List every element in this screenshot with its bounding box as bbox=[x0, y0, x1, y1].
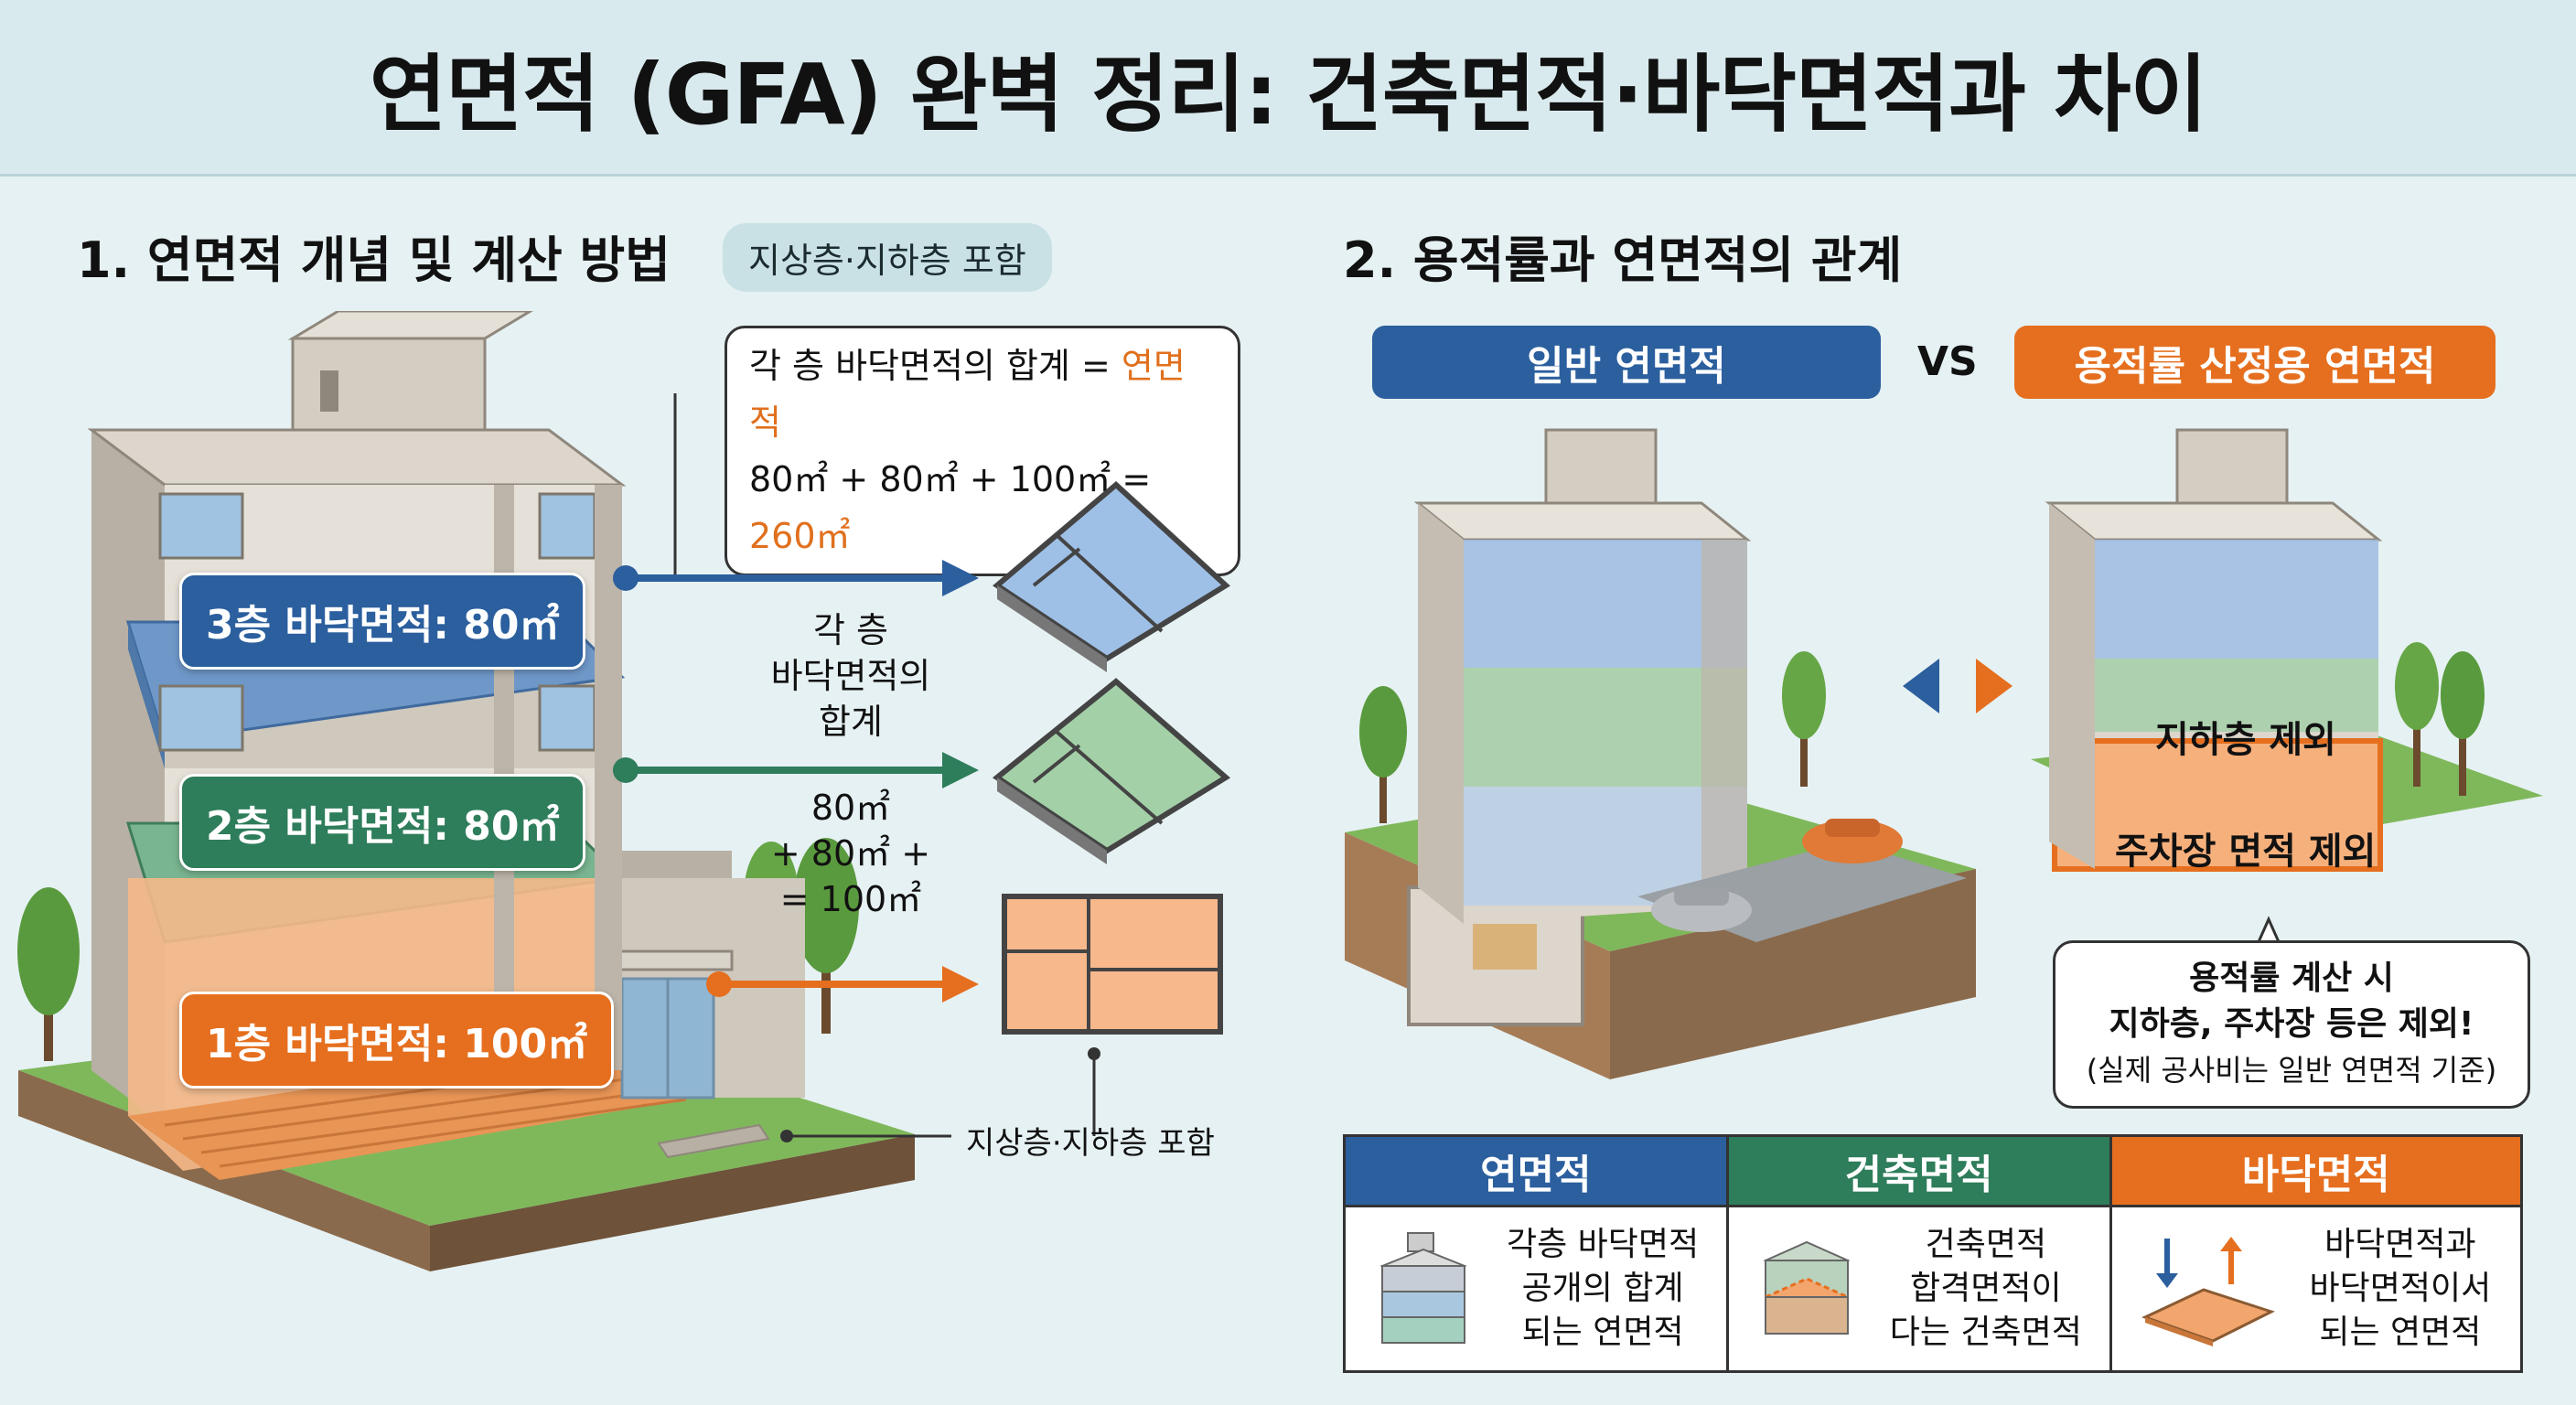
callout-line1: 각 층 바닥면적의 합계 = bbox=[749, 346, 1122, 386]
legend-text-line: 공개의 합계 bbox=[1521, 1270, 1684, 1307]
legend-text-line: 다는 건축면적 bbox=[1889, 1314, 2082, 1351]
car-icon bbox=[1651, 887, 1752, 932]
connector-dot bbox=[1088, 1047, 1100, 1060]
rooftop-top bbox=[287, 311, 533, 340]
sum-formula-line: + 80㎡ + bbox=[770, 833, 931, 874]
exclude-parking-label: 주차장 면적 제외 bbox=[2115, 831, 2377, 873]
sum-explanation: 각 층 바닥면적의 합계 bbox=[741, 607, 961, 745]
legend-header-floor-area: 바닥면적 bbox=[2109, 1134, 2523, 1207]
far-floor-2 bbox=[2095, 659, 2378, 732]
floor-plan-1f bbox=[1002, 894, 1223, 1035]
sum-formula-line: 80㎡ bbox=[810, 788, 891, 828]
swap-arrows-icon bbox=[1903, 659, 2012, 713]
window-icon bbox=[158, 492, 244, 560]
legend-text-line: 바닥면적이서 bbox=[2309, 1270, 2492, 1307]
connector-dot bbox=[613, 565, 639, 591]
sum-formula-line: = 100㎡ bbox=[779, 879, 922, 919]
legend-header-building-area: 건축면적 bbox=[1725, 1134, 2112, 1207]
vs-label: VS bbox=[1917, 338, 1978, 385]
far-gfa-banner: 용적률 산정용 연면적 bbox=[2014, 326, 2496, 399]
exclude-basement-label: 지하층 제외 bbox=[2155, 719, 2336, 761]
tree-icon bbox=[793, 838, 859, 1034]
far-note-bubble: 용적률 계산 시 지하층, 주차장 등은 제외! (실제 공사비는 일반 연면적… bbox=[2053, 940, 2530, 1109]
floor-plan-2f bbox=[992, 678, 1231, 864]
floor3-label: 3층 바닥면적: 80㎡ bbox=[179, 573, 586, 670]
general-floor-2 bbox=[1464, 668, 1747, 787]
comparison-legend: 연면적 건축면적 바닥면적 각층 바닥면적 공개의 합계 되는 연면적 bbox=[1343, 1134, 2523, 1373]
floor2-label: 2층 바닥면적: 80㎡ bbox=[179, 774, 586, 871]
ground-label: 지상층·지하층 포함 bbox=[966, 1125, 1215, 1162]
window-icon bbox=[538, 684, 596, 752]
legend-text-line: 되는 연면적 bbox=[2319, 1314, 2482, 1351]
floor-slab-icon bbox=[2141, 1237, 2275, 1346]
general-gfa-banner: 일반 연면적 bbox=[1372, 326, 1881, 399]
tree-icon bbox=[1782, 651, 1826, 787]
legend-cell-gfa: 각층 바닥면적 공개의 합계 되는 연면적 bbox=[1343, 1205, 1729, 1373]
legend-text-line: 바닥면적과 bbox=[2324, 1226, 2476, 1263]
rooftop-structure bbox=[2175, 428, 2289, 505]
legend-text-line: 되는 연면적 bbox=[1521, 1314, 1684, 1351]
far-floor-3 bbox=[2095, 540, 2378, 659]
far-building-roof bbox=[2045, 501, 2383, 542]
footprint-icon bbox=[1762, 1240, 1852, 1335]
callout-highlight-value: 260㎡ bbox=[749, 516, 851, 556]
rooftop-structure bbox=[1544, 428, 1658, 505]
general-building-roof bbox=[1413, 501, 1752, 542]
section1-badge: 지상층·지하층 포함 bbox=[723, 223, 1052, 292]
tree-icon bbox=[2395, 642, 2439, 787]
bubble-line: 용적률 계산 시 bbox=[2189, 960, 2394, 997]
arrow-head-icon bbox=[942, 752, 979, 788]
far-excluded-area bbox=[2052, 738, 2383, 872]
floor1-label: 1층 바닥면적: 100㎡ bbox=[179, 992, 615, 1089]
connector-dot bbox=[780, 1130, 793, 1142]
floor3-slab-edge bbox=[128, 622, 165, 768]
column bbox=[1701, 540, 1747, 906]
page-title: 연면적 (GFA) 완벽 정리: 건축면적·바닥면적과 차이 bbox=[369, 45, 2208, 144]
deck-planks bbox=[164, 1059, 687, 1168]
stacked-floors-icon bbox=[1379, 1232, 1467, 1344]
general-building-side bbox=[1418, 503, 1464, 924]
ground-soil-right bbox=[430, 1134, 915, 1271]
far-building-side bbox=[2049, 503, 2095, 869]
window-icon bbox=[158, 684, 244, 752]
connector-dot bbox=[613, 757, 639, 783]
legend-cell-floor-area: 바닥면적과 바닥면적이서 되는 연면적 bbox=[2109, 1205, 2523, 1373]
bubble-line: (실제 공사비는 일반 연면적 기준) bbox=[2086, 1053, 2497, 1088]
page-header: 연면적 (GFA) 완벽 정리: 건축면적·바닥면적과 차이 bbox=[0, 0, 2576, 177]
ground-soil bbox=[1610, 869, 1976, 1079]
legend-cell-building-area: 건축면적 합격면적이 다는 건축면적 bbox=[1725, 1205, 2112, 1373]
section2-title: 2. 용적률과 연면적의 관계 bbox=[1343, 231, 1903, 289]
entrance-steps bbox=[657, 1123, 770, 1159]
legend-text-line: 각층 바닥면적 bbox=[1507, 1226, 1700, 1263]
legend-text-line: 건축면적 bbox=[1925, 1226, 2047, 1263]
floor-plan-3f bbox=[993, 481, 1230, 672]
comparison-illustration bbox=[1345, 428, 2543, 1079]
arrow-head-icon bbox=[942, 966, 979, 1003]
annex-roof bbox=[622, 851, 732, 878]
window-icon bbox=[538, 492, 596, 560]
rooftop-door bbox=[320, 370, 338, 412]
bubble-line: 지하층, 주차장 등은 제외! bbox=[2109, 1005, 2474, 1043]
callout-highlight-total: 연면적 bbox=[749, 346, 1186, 443]
tree-icon bbox=[1359, 686, 1407, 823]
car-icon bbox=[1802, 819, 1903, 863]
callout-line2: 80㎡ + 80㎡ + 100㎡ = bbox=[749, 459, 1152, 499]
tree-icon bbox=[17, 887, 80, 1061]
tree-icon bbox=[2441, 651, 2485, 796]
sum-explanation-line: 바닥면적의 bbox=[770, 656, 931, 696]
general-floor-3 bbox=[1464, 540, 1747, 668]
connector-dot bbox=[706, 971, 732, 997]
sum-formula: 80㎡ + 80㎡ + = 100㎡ bbox=[741, 785, 961, 922]
section1-title: 1. 연면적 개념 및 계산 방법 bbox=[77, 231, 671, 289]
arrow-head-icon bbox=[942, 560, 979, 596]
storage-box-icon bbox=[1473, 924, 1537, 970]
sum-explanation-line: 합계 bbox=[819, 702, 883, 742]
sum-explanation-line: 각 층 bbox=[813, 610, 888, 650]
legend-header-gfa: 연면적 bbox=[1343, 1134, 1729, 1207]
legend-text-line: 합격면적이 bbox=[1910, 1270, 2062, 1307]
